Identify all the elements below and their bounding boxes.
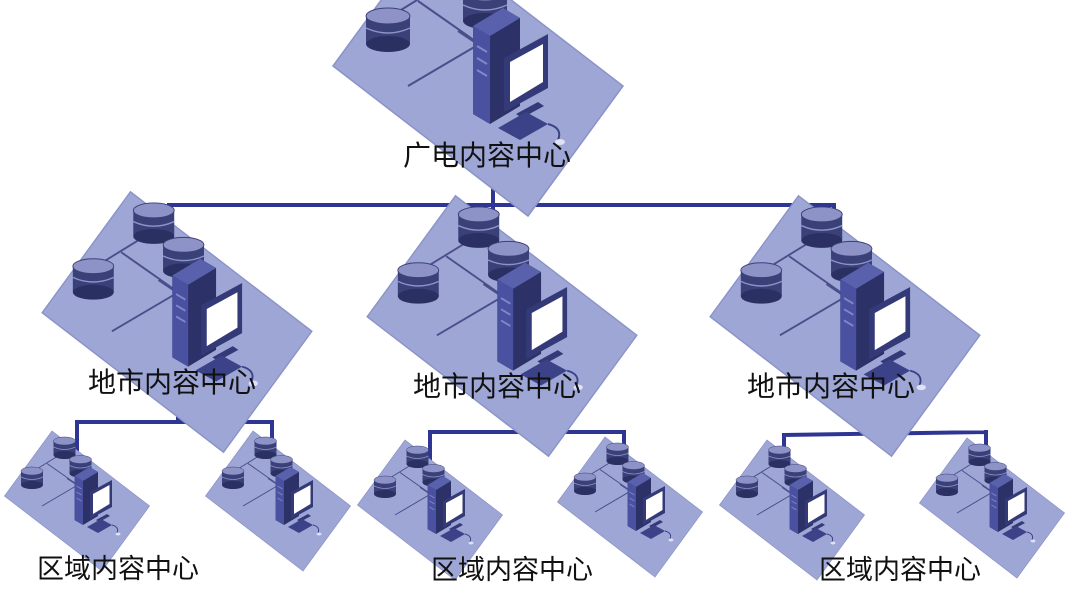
- database-icon: [606, 442, 629, 465]
- server-icon: [275, 467, 299, 525]
- database-icon: [573, 472, 597, 495]
- monitor-icon: [640, 486, 674, 542]
- lan-lines: [88, 232, 215, 333]
- region-node-1b: [204, 430, 352, 572]
- database-icon: [20, 466, 44, 489]
- lan-lines: [382, 462, 451, 516]
- city-node-label-2: 地市内容中心: [412, 370, 582, 403]
- region-node-label-2: 区域内容中心: [431, 555, 593, 586]
- monitor-icon: [1002, 487, 1036, 543]
- monitor-icon: [87, 480, 121, 536]
- lan-lines: [756, 236, 883, 337]
- database-icon: [397, 262, 440, 304]
- lan-lines: [29, 453, 98, 507]
- monitor-icon: [288, 480, 322, 536]
- server-icon: [840, 262, 885, 371]
- monitor-icon: [520, 286, 583, 391]
- region-node-3a: [718, 439, 866, 581]
- database-icon: [254, 436, 277, 459]
- monitor-icon: [498, 34, 565, 145]
- region-node-2b: [556, 436, 704, 578]
- database-icon: [132, 202, 175, 244]
- database-icon: [406, 445, 429, 468]
- database-icon: [53, 436, 76, 459]
- city-node-2: [366, 194, 638, 458]
- region-node-3b: [918, 437, 1066, 579]
- database-icon: [740, 262, 783, 304]
- region-node-label-1: 区域内容中心: [37, 554, 199, 585]
- city-node-3: [709, 194, 981, 458]
- database-icon: [968, 443, 991, 466]
- city-node-1: [41, 190, 313, 454]
- lan-lines: [230, 453, 299, 507]
- database-icon: [457, 206, 500, 248]
- top-node-label: 广电内容中心: [402, 139, 572, 172]
- city-node-label-3: 地市内容中心: [746, 370, 916, 403]
- database-icon: [800, 206, 843, 248]
- database-icon: [935, 473, 959, 496]
- database-icon: [768, 445, 791, 468]
- monitor-icon: [863, 286, 926, 391]
- database-icon: [365, 7, 411, 52]
- database-icon: [221, 466, 245, 489]
- database-icon: [373, 475, 397, 498]
- lan-lines: [582, 459, 651, 513]
- lan-lines: [744, 462, 813, 516]
- monitor-icon: [802, 489, 836, 545]
- monitor-icon: [195, 282, 258, 387]
- lan-lines: [413, 236, 540, 337]
- region-node-2a: [356, 439, 504, 581]
- network-nodes: [3, 0, 1066, 581]
- lan-lines: [382, 0, 519, 87]
- database-icon: [735, 475, 759, 498]
- city-node-label-1: 地市内容中心: [87, 366, 257, 399]
- top-node: [331, 0, 625, 218]
- monitor-icon: [440, 489, 474, 545]
- lan-lines: [944, 460, 1013, 514]
- region-node-label-3: 区域内容中心: [819, 555, 981, 586]
- region-node-1a: [3, 430, 151, 572]
- database-icon: [72, 258, 115, 300]
